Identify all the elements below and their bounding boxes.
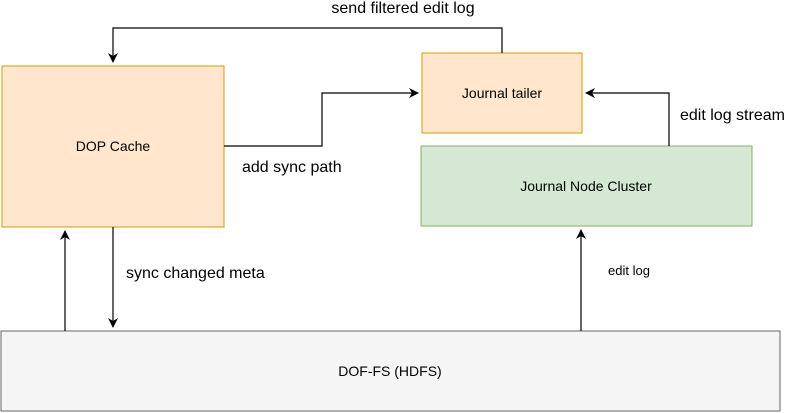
- label-edit-log: edit log: [608, 263, 650, 278]
- dop-cache-label: DOP Cache: [76, 138, 151, 154]
- journal-tailer-label: Journal tailer: [462, 85, 542, 101]
- journal-node-cluster-box: [420, 145, 753, 227]
- journal-tailer-box: [421, 52, 583, 134]
- edge-edit-log-stream: [585, 88, 670, 146]
- label-send-filtered-edit-log: send filtered edit log: [331, 0, 474, 17]
- dof-fs-label: DOF-FS (HDFS): [338, 363, 441, 379]
- journal-node-cluster-label: Journal Node Cluster: [520, 178, 652, 194]
- node-dop-cache: DOP Cache: [1, 65, 225, 228]
- label-sync-changed-meta: sync changed meta: [126, 265, 265, 282]
- label-edit-log-stream: edit log stream: [680, 107, 785, 124]
- node-journal-node-cluster: Journal Node Cluster: [420, 145, 753, 227]
- node-dof-fs: DOF-FS (HDFS): [0, 330, 781, 412]
- edge-add-sync-path: [224, 88, 419, 147]
- dop-cache-box: [1, 65, 225, 228]
- label-add-sync-path: add sync path: [242, 159, 342, 176]
- dof-fs-box: [0, 330, 781, 412]
- node-journal-tailer: Journal tailer: [421, 52, 583, 134]
- edge-send-filtered-edit-log: [108, 27, 503, 63]
